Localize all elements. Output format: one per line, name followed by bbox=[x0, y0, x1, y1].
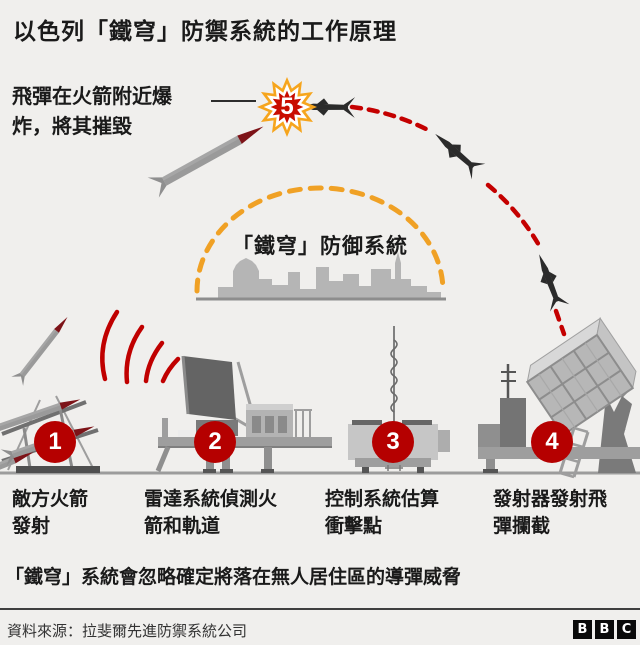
step-2-badge: 2 bbox=[194, 421, 236, 463]
radar-unit-icon bbox=[155, 355, 332, 473]
step-4-label-line2: 彈攔截 bbox=[493, 516, 551, 537]
annotation-line1: 飛彈在火箭附近爆 bbox=[12, 86, 172, 108]
step-4-label-line1: 發射器發射飛 bbox=[493, 489, 608, 510]
interceptor-rocket-icon bbox=[529, 250, 570, 312]
bbc-logo-b1: B bbox=[573, 620, 592, 639]
trajectory-path bbox=[349, 104, 567, 337]
step-1-badge: 1 bbox=[34, 421, 76, 463]
bbc-logo: B B C bbox=[573, 620, 636, 639]
explosion-icon bbox=[257, 77, 317, 137]
step-3-label: 控制系統估算 衝擊點 bbox=[325, 486, 485, 540]
dome-label: 「鐵穹」防御系統 bbox=[232, 235, 408, 258]
step-1-label-line1: 敵方火箭 bbox=[12, 489, 89, 510]
step-2-label-line2: 箭和軌道 bbox=[144, 516, 221, 537]
radar-waves-icon bbox=[100, 309, 181, 385]
step-4-badge: 4 bbox=[531, 421, 573, 463]
annotation-line2: 炸，將其摧毀 bbox=[12, 116, 132, 138]
step-3-label-line2: 衝擊點 bbox=[325, 516, 383, 537]
source-credit: 資料來源：拉斐爾先進防禦系統公司 bbox=[7, 623, 248, 640]
step-1-label: 敵方火箭 發射 bbox=[12, 486, 147, 540]
enemy-rocket-flying-icon bbox=[11, 312, 74, 386]
bbc-logo-c: C bbox=[617, 620, 636, 639]
city-skyline-icon bbox=[196, 252, 446, 301]
interceptor-rocket-icon bbox=[428, 126, 486, 180]
step-2-label-line1: 雷達系統偵測火 bbox=[144, 489, 278, 510]
interception-annotation: 飛彈在火箭附近爆 炸，將其摧毀 bbox=[12, 82, 172, 142]
step-5-badge: 5 bbox=[280, 93, 294, 120]
bbc-logo-b2: B bbox=[595, 620, 614, 639]
step-1-label-line2: 發射 bbox=[12, 516, 51, 537]
launcher-icon bbox=[478, 317, 640, 479]
step-2-label: 雷達系統偵測火 箭和軌道 bbox=[144, 486, 314, 540]
footnote: 「鐵穹」系統會忽略確定將落在無人居住區的導彈威脅 bbox=[5, 567, 462, 588]
step-3-badge: 3 bbox=[372, 421, 414, 463]
page-title: 以色列「鐵穹」防禦系統的工作原理 bbox=[13, 18, 397, 44]
dome-arc-icon bbox=[194, 185, 446, 294]
step-3-label-line1: 控制系統估算 bbox=[325, 489, 440, 510]
separator-line bbox=[0, 608, 640, 610]
step-4-label: 發射器發射飛 彈攔截 bbox=[493, 486, 638, 540]
